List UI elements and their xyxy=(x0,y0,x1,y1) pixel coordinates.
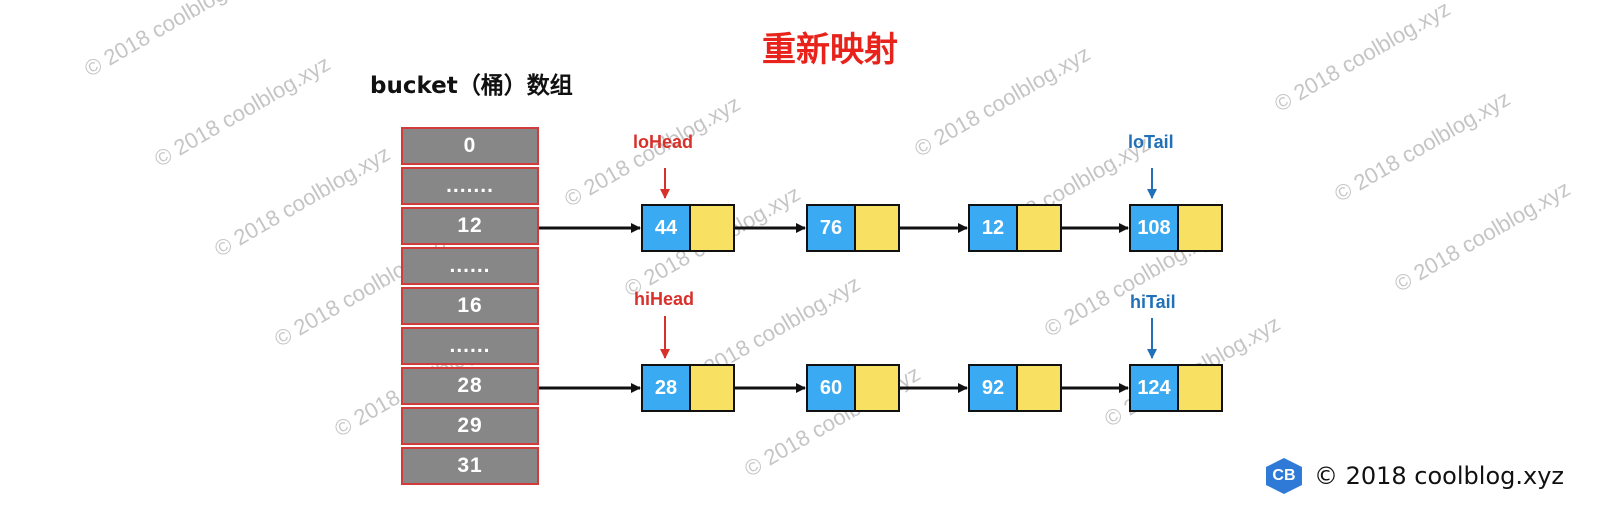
hi-list-node: 124 xyxy=(1129,364,1223,412)
hi-list-node: 60 xyxy=(806,364,900,412)
bucket-cell: 0 xyxy=(401,127,539,165)
hi-head-label: hiHead xyxy=(634,289,695,309)
node-value: 12 xyxy=(970,206,1018,250)
hi-tail-label: hiTail xyxy=(1130,292,1176,312)
lo-list-node: 12 xyxy=(968,204,1062,252)
node-value: 124 xyxy=(1131,366,1179,410)
node-next-pointer xyxy=(691,206,733,250)
lo-list-node: 108 xyxy=(1129,204,1223,252)
node-value: 108 xyxy=(1131,206,1179,250)
bucket-cell: 12 xyxy=(401,207,539,245)
hi-list-node: 92 xyxy=(968,364,1062,412)
lo-list-node: 44 xyxy=(641,204,735,252)
lo-tail-label: loTail xyxy=(1128,132,1174,152)
bucket-cell: 29 xyxy=(401,407,539,445)
node-value: 92 xyxy=(970,366,1018,410)
bucket-cell: ....... xyxy=(401,167,539,205)
bucket-array: 0 ....... 12 ...... 16 ...... 28 29 31 xyxy=(401,127,539,487)
node-next-pointer xyxy=(856,206,898,250)
bucket-cell: ...... xyxy=(401,327,539,365)
bucket-cell: 31 xyxy=(401,447,539,485)
brand-text: © 2018 coolblog.xyz xyxy=(1313,462,1564,490)
node-next-pointer xyxy=(856,366,898,410)
hi-list-node: 28 xyxy=(641,364,735,412)
coolblog-logo-icon: CB xyxy=(1265,458,1302,494)
node-next-pointer xyxy=(1018,366,1060,410)
lo-head-label: loHead xyxy=(633,132,694,152)
node-next-pointer xyxy=(1179,366,1221,410)
node-next-pointer xyxy=(691,366,733,410)
node-next-pointer xyxy=(1018,206,1060,250)
node-value: 76 xyxy=(808,206,856,250)
node-next-pointer xyxy=(1179,206,1221,250)
bucket-cell: 28 xyxy=(401,367,539,405)
lo-list-node: 76 xyxy=(806,204,900,252)
bucket-array-label: bucket（桶）数组 xyxy=(370,73,573,99)
diagram-title: 重新映射 xyxy=(762,30,898,70)
bucket-cell: 16 xyxy=(401,287,539,325)
bucket-cell: ...... xyxy=(401,247,539,285)
node-value: 60 xyxy=(808,366,856,410)
brand-watermark: CB © 2018 coolblog.xyz xyxy=(1265,458,1564,494)
node-value: 28 xyxy=(643,366,691,410)
node-value: 44 xyxy=(643,206,691,250)
